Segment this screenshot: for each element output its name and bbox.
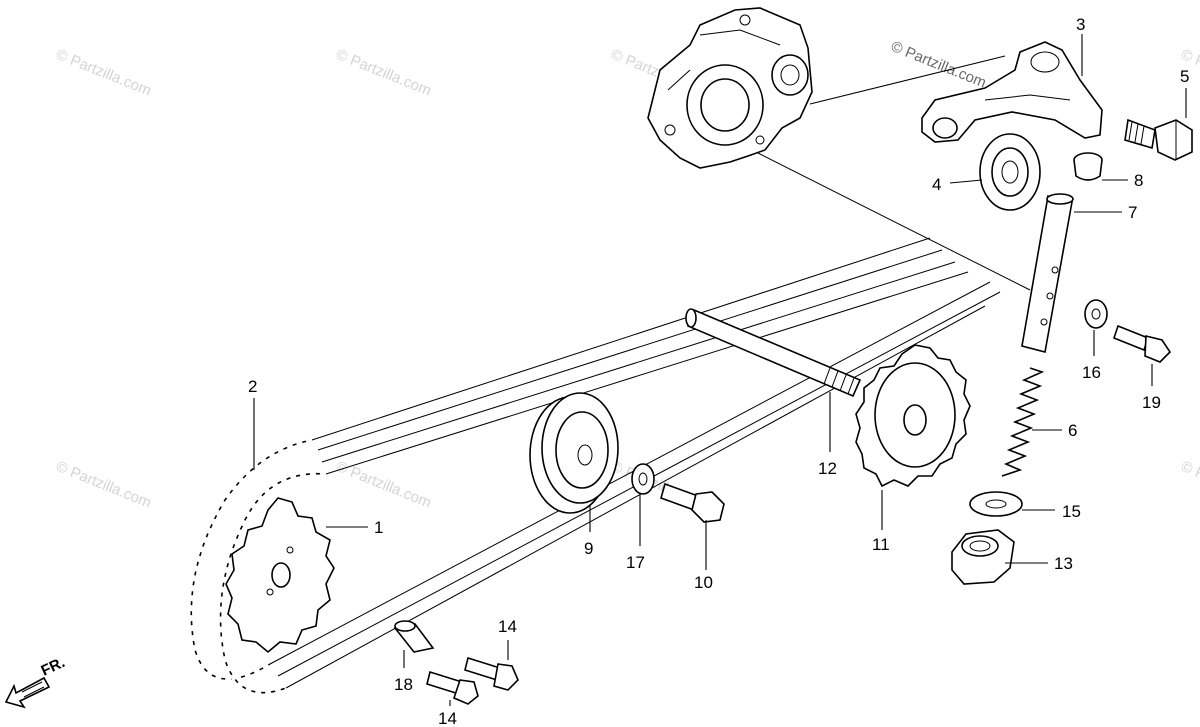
callout-1: 1 <box>374 518 383 537</box>
callout-2: 2 <box>248 377 257 396</box>
sprocket-1 <box>225 497 335 654</box>
callout-labels: 1 2 3 4 5 6 7 8 9 10 11 12 13 14 14 15 1… <box>248 15 1189 727</box>
cam-chain-2 <box>188 437 327 696</box>
bolt-5 <box>1124 118 1193 161</box>
washer-17 <box>631 463 655 495</box>
callout-4: 4 <box>932 175 941 194</box>
callout-18: 18 <box>394 675 413 694</box>
callout-14-lower: 14 <box>438 709 457 727</box>
callout-12: 12 <box>818 459 837 478</box>
pushrod-7 <box>1021 193 1074 353</box>
callout-19: 19 <box>1142 393 1161 412</box>
callout-16: 16 <box>1082 363 1101 382</box>
watermark-text: © Partzilla.com <box>889 38 989 92</box>
front-label: FR. <box>39 654 68 680</box>
callout-9: 9 <box>584 539 593 558</box>
bolt-10 <box>660 482 725 523</box>
callout-3: 3 <box>1076 15 1085 34</box>
tensioner-arm-3 <box>921 41 1103 143</box>
watermark-text: © Partzilla.com <box>334 458 434 512</box>
callout-15: 15 <box>1062 502 1081 521</box>
spring-6 <box>1001 367 1045 477</box>
bolt-14-upper <box>464 656 519 691</box>
watermark-text: © Partzilla.com <box>54 458 154 512</box>
watermark-text: © Partzilla.com <box>334 46 434 100</box>
dowel-18 <box>393 620 435 653</box>
callout-10: 10 <box>694 573 713 592</box>
front-direction-marker: FR. <box>4 654 68 709</box>
sealing-bolt-13 <box>951 529 1015 585</box>
sprocket-11 <box>855 344 971 488</box>
bolt-19 <box>1113 324 1172 363</box>
callout-5: 5 <box>1180 67 1189 86</box>
leader-lines <box>253 34 1187 706</box>
callout-17: 17 <box>626 553 645 572</box>
crankcase <box>647 7 813 169</box>
callout-14-upper: 14 <box>498 617 517 636</box>
callout-13: 13 <box>1054 554 1073 573</box>
washer-15 <box>969 491 1023 517</box>
cap-8 <box>1073 152 1103 181</box>
bolt-14-lower <box>426 670 479 705</box>
watermark-text: © Partzilla.com <box>54 46 154 100</box>
callout-8: 8 <box>1134 171 1143 190</box>
shaft-12 <box>685 308 862 398</box>
front-arrow-icon <box>4 676 51 709</box>
callout-6: 6 <box>1068 421 1077 440</box>
sprocket-4 <box>979 133 1041 211</box>
watermark-text: © Partzilla.com <box>1179 458 1200 512</box>
callout-7: 7 <box>1128 203 1137 222</box>
callout-11: 11 <box>872 535 890 554</box>
roller-9 <box>529 392 619 514</box>
washer-16 <box>1084 299 1108 329</box>
